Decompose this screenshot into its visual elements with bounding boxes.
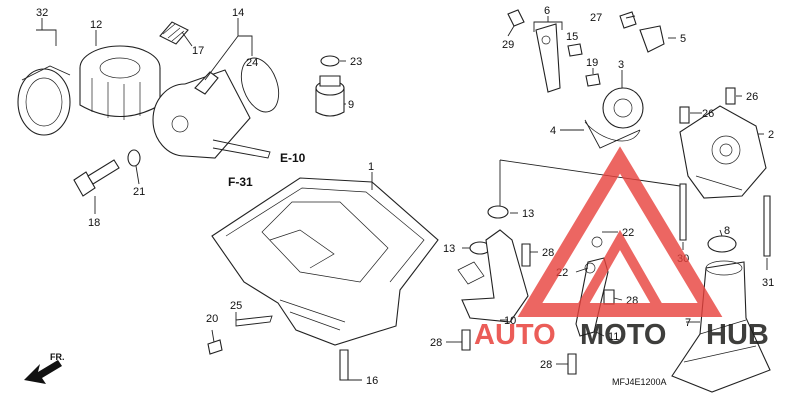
callout-7: 7: [685, 317, 691, 329]
callout-29: 29: [502, 39, 514, 51]
fitting-17: [159, 21, 189, 45]
o-ring-24: [240, 57, 280, 113]
oil-pipe-10: [457, 229, 529, 323]
bolt-31: [763, 195, 771, 257]
oil-filter-cartridge: [79, 45, 161, 120]
callout-14: 14: [232, 7, 244, 19]
oil-strainer-7: [671, 260, 771, 393]
callout-26b: 26: [746, 91, 758, 103]
bolt-20: [207, 339, 223, 355]
washer-21: [127, 149, 141, 167]
oil-pan: [211, 177, 439, 346]
callout-3: 3: [618, 59, 624, 71]
callout-19: 19: [586, 57, 598, 69]
callout-25: 25: [230, 300, 242, 312]
callout-11: 11: [608, 331, 619, 343]
callout-2: 2: [768, 129, 774, 141]
callout-15: 15: [566, 31, 578, 43]
bolt-28d: [567, 353, 577, 375]
callout-18: 18: [88, 217, 100, 229]
callout-20: 20: [206, 313, 218, 325]
leader-lines: [36, 15, 768, 381]
watermark-auto: AUTO: [474, 319, 556, 351]
relief-valve-9: [315, 75, 345, 117]
oil-cooler: [152, 69, 271, 159]
callout-8: 8: [724, 225, 730, 237]
callout-31: 31: [762, 277, 774, 289]
callout-28c: 28: [430, 337, 442, 349]
callout-12: 12: [90, 19, 102, 31]
callout-28a: 28: [542, 247, 554, 259]
diagram-code: MFJ4E1200A: [612, 377, 667, 387]
callout-27: 27: [590, 12, 602, 24]
callout-1: 1: [368, 161, 374, 173]
bolt-16: [339, 349, 349, 381]
plug-25: [235, 315, 273, 327]
bolt-29: [507, 9, 525, 27]
callout-16: 16: [366, 375, 378, 387]
front-label: FR.: [50, 352, 65, 362]
callout-32: 32: [36, 7, 48, 19]
callout-17: 17: [192, 45, 204, 57]
drain-bolt-18: [73, 159, 120, 197]
callout-23: 23: [350, 56, 362, 68]
callout-13a: 13: [522, 208, 534, 220]
o-ring-13a: [487, 205, 509, 219]
reference-f31: F-31: [228, 175, 253, 189]
callout-24: 24: [246, 57, 258, 69]
watermark-logo: [517, 146, 723, 317]
callout-13b: 13: [443, 243, 455, 255]
callout-21: 21: [133, 186, 145, 198]
watermark-moto: MOTO: [580, 319, 666, 351]
callout-9: 9: [348, 99, 354, 111]
front-arrow: [24, 360, 62, 384]
callout-10: 10: [504, 315, 516, 327]
bolt-15: [567, 43, 583, 57]
o-ring-8: [707, 235, 737, 253]
bolt-28b: [521, 243, 531, 267]
seal-23: [320, 55, 340, 67]
callout-5: 5: [680, 33, 686, 45]
oil-pump-2: [679, 105, 767, 199]
watermark-hub: HUB: [706, 319, 769, 351]
reference-e10: E-10: [280, 151, 306, 165]
bolt-28c: [603, 289, 615, 305]
oil-filter-cap: [17, 65, 71, 136]
dowel-26b: [725, 87, 736, 105]
tensioner-5: [639, 25, 665, 53]
bolt-27: [619, 11, 637, 29]
bolt-28a: [461, 329, 471, 351]
sprocket-3: [584, 87, 644, 142]
callout-28d: 28: [540, 359, 552, 371]
callout-4: 4: [550, 125, 556, 137]
callout-26a: 26: [702, 108, 714, 120]
bolt-30: [679, 183, 687, 241]
callout-6: 6: [544, 5, 550, 17]
callout-22a: 22: [622, 227, 634, 239]
bolt-19: [585, 73, 601, 87]
dowel-26a: [679, 106, 690, 124]
chain-4: [584, 119, 641, 149]
chain-guide-6: [535, 23, 561, 93]
